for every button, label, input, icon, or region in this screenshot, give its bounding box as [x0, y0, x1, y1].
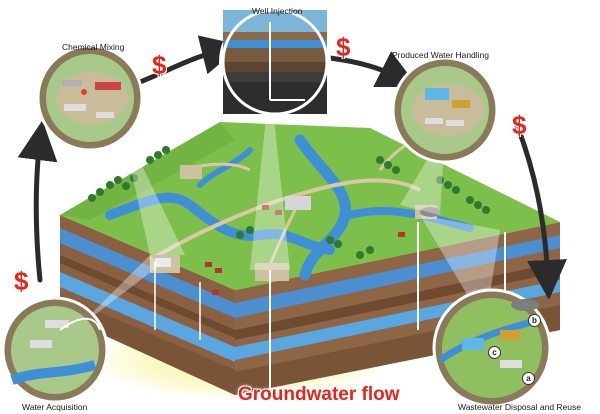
groundwater-flow-label: Groundwater flow	[238, 384, 400, 405]
label-wastewater-disposal-reuse: Wastewater Disposal and Reuse	[458, 402, 581, 412]
marker-b: b	[528, 314, 541, 327]
inset-well-injection	[219, 6, 331, 118]
label-well-injection: Well Injection	[252, 6, 303, 16]
inset-chemical-mixing	[36, 44, 144, 152]
cycle-arrows	[17, 35, 567, 300]
marker-c: c	[488, 346, 501, 359]
inset-water-acquisition	[1, 296, 109, 404]
label-chemical-mixing: Chemical Mixing	[62, 42, 125, 52]
inset-produced-water-handling	[391, 56, 499, 164]
cost-marker-produced-water: $	[512, 110, 527, 140]
cost-marker-chemical-mixing: $	[152, 50, 167, 80]
label-produced-water-handling: Produced Water Handling	[392, 50, 490, 60]
marker-a: a	[522, 372, 535, 385]
cost-marker-well-injection: $	[336, 32, 351, 62]
cost-marker-water-acquisition: $	[14, 266, 29, 296]
label-water-acquisition: Water Acquisition	[22, 402, 88, 412]
